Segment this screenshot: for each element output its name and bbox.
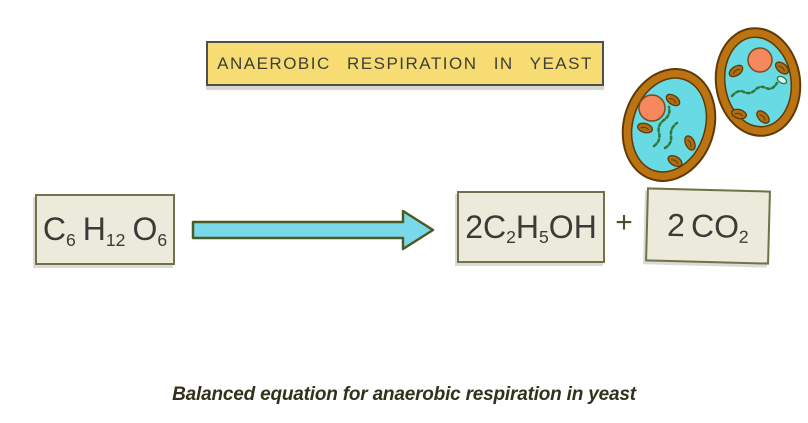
caption: Balanced equation for anaerobic respirat… — [172, 384, 636, 405]
nucleus-icon — [747, 47, 773, 73]
ethanol-formula: 2C2H5OH — [465, 208, 597, 248]
title-banner: ANAEROBIC RESPIRATION IN YEAST — [206, 41, 604, 86]
organelle-icon — [684, 135, 696, 151]
yeast-cells-illustration — [621, 27, 802, 182]
organelle-icon — [728, 64, 744, 78]
title-text: ANAEROBIC RESPIRATION IN YEAST — [217, 53, 593, 73]
organelle-icon — [667, 154, 683, 168]
organelle-icon — [731, 108, 747, 120]
organelle-icon — [774, 61, 790, 75]
vesicle-chain-icon — [730, 81, 779, 98]
plus-sign: + — [615, 206, 633, 239]
yeast-cell-left — [621, 68, 717, 182]
vesicle-icon — [776, 75, 788, 85]
organelle-icon — [665, 93, 681, 107]
organelle-icon — [756, 110, 770, 124]
vesicle-chain-icon — [663, 121, 679, 150]
vesicle-chain-icon — [652, 105, 671, 148]
ethanol-box: 2C2H5OH — [457, 191, 605, 263]
reaction-arrow-icon — [191, 209, 435, 251]
nucleus-icon — [638, 94, 666, 122]
yeast-cell-right — [714, 27, 802, 137]
organelle-icon — [637, 122, 653, 134]
